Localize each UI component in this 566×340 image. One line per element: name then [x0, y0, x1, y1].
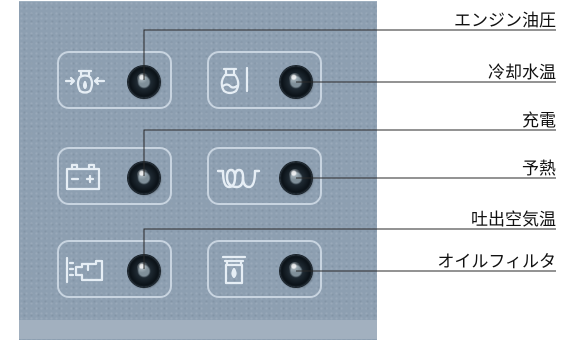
charging-lamp: [128, 162, 160, 194]
preheat-lamp: [280, 162, 312, 194]
panel-bottom-strip: [19, 320, 377, 339]
exhaust-temp-indicator-frame: [57, 240, 172, 298]
charging-indicator-frame: [57, 147, 172, 205]
label-charging: 充電: [522, 111, 556, 131]
label-oil-pressure: エンジン油圧: [454, 11, 556, 31]
coolant-temp-lamp: [280, 66, 312, 98]
oil-filter-lamp: [280, 255, 312, 287]
oil-filter-icon: [215, 250, 261, 290]
label-preheat: 予熱: [522, 159, 556, 179]
oil-pressure-lamp: [128, 66, 160, 98]
oil-pressure-indicator-frame: [57, 51, 172, 109]
coolant-temperature-icon: [215, 61, 261, 101]
engine-oil-pressure-icon: [62, 61, 108, 101]
battery-charge-icon: [62, 157, 108, 197]
exhaust-temp-lamp: [128, 255, 160, 287]
label-exhaust-temp: 吐出空気温: [471, 210, 556, 230]
discharge-air-temperature-icon: [62, 250, 108, 290]
panel-top-edge: [19, 1, 377, 20]
label-coolant-temp: 冷却水温: [488, 63, 556, 83]
label-oil-filter: オイルフィルタ: [437, 252, 556, 272]
glow-plug-icon: [215, 157, 261, 197]
